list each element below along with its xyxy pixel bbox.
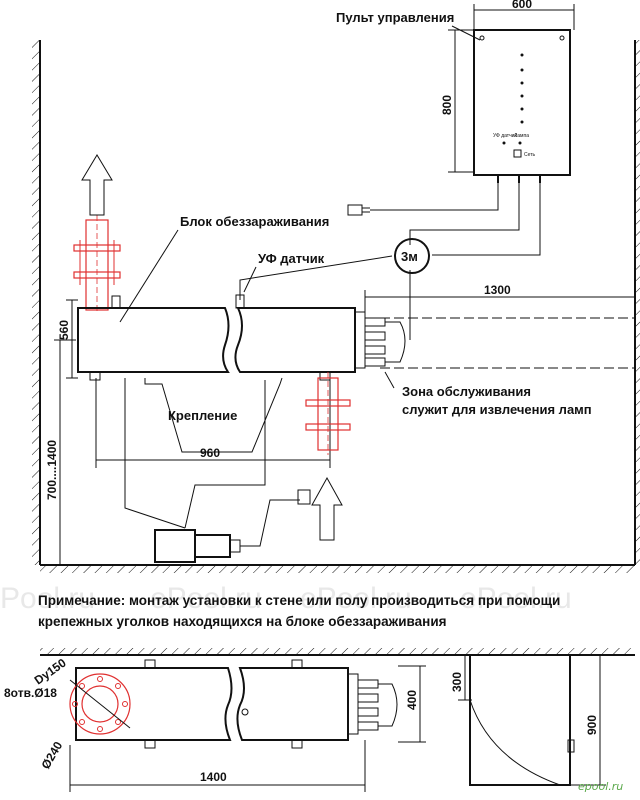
- cable-length-label: 3м: [401, 249, 418, 264]
- watermark: ePool.ru: [150, 582, 262, 615]
- bottom-length-value: 1400: [200, 770, 227, 784]
- flange-diameter-label: Ø240: [38, 739, 65, 772]
- uv-sensor-label: УФ датчик: [258, 251, 325, 266]
- note-line-1: Примечание: монтаж установки к стене или…: [38, 593, 560, 608]
- panel-height-dimension: 800: [440, 95, 454, 115]
- service-zone-label: Зона обслуживания: [402, 384, 531, 399]
- panel-power-label: Сеть: [524, 152, 536, 158]
- cable-length-marker: 3м: [394, 238, 430, 274]
- block-height-value: 560: [57, 320, 71, 340]
- panel-dimensions: 600 800: [440, 0, 575, 173]
- disinfection-block-label: Блок обеззараживания: [180, 214, 329, 229]
- installation-note: Примечание: монтаж установки к стене или…: [38, 593, 560, 629]
- flange-dy-label: Dy150: [32, 656, 69, 688]
- watermark: ePool.ru: [300, 582, 412, 615]
- disinfection-block: Блок обеззараживания УФ датчик: [77, 214, 356, 381]
- inlet-arrow-icon: [311, 476, 343, 541]
- panel-width-dimension: 600: [512, 0, 532, 11]
- inlet-flange: [305, 372, 351, 455]
- service-zone-sublabel: служит для извлечения ламп: [402, 402, 592, 417]
- pump: [124, 378, 311, 563]
- flange-holes-label: 8отв.Ø18: [4, 686, 57, 700]
- mount-brackets: Крепление: [144, 377, 283, 453]
- outlet-flange: [73, 215, 121, 312]
- note-line-2: крепежных уголков находящихся на блоке о…: [38, 614, 447, 629]
- mount-spacing-value: 960: [200, 446, 220, 460]
- flange-top-view: Dy150 8отв.Ø18 Ø240: [4, 656, 131, 772]
- lamp-connectors: [354, 311, 635, 369]
- cables: [239, 183, 541, 340]
- bottom-height-dimension: 400: [398, 665, 426, 743]
- service-length-dimension: 1300: [364, 283, 635, 312]
- panel-side-view: 300 900: [450, 654, 606, 786]
- watermarks: Pool.ru ePool.ru ePool.ru ePool.ru: [0, 582, 572, 615]
- outlet-arrow-icon: [81, 154, 113, 216]
- wall-and-floor: [32, 40, 640, 573]
- watermark: ePool.ru: [460, 582, 572, 615]
- install-height-value: 700....1400: [45, 440, 59, 500]
- side-offset-value: 300: [450, 672, 464, 692]
- mount-spacing-dimension: 960: [95, 378, 331, 468]
- bottom-height-value: 400: [405, 690, 419, 710]
- panel-lamp-label: Лампа: [514, 133, 529, 139]
- bottom-length-dimension: 1400: [69, 740, 366, 792]
- side-height-value: 900: [585, 715, 599, 735]
- brand-logo-text: epool.ru: [578, 780, 623, 793]
- service-length-value: 1300: [484, 283, 511, 297]
- control-panel-label: Пульт управления: [336, 10, 454, 25]
- brand-logo: epool.ru: [578, 780, 623, 793]
- mount-label: Крепление: [168, 408, 237, 423]
- height-dimensions: 560 700....1400: [45, 299, 78, 565]
- control-panel: УФ датчик Лампа Сеть Пульт управления: [336, 10, 571, 183]
- panel-uv-label: УФ датчик: [493, 133, 517, 139]
- service-zone: Зона обслуживания служит для извлечения …: [384, 371, 592, 417]
- watermark: Pool.ru: [0, 582, 95, 615]
